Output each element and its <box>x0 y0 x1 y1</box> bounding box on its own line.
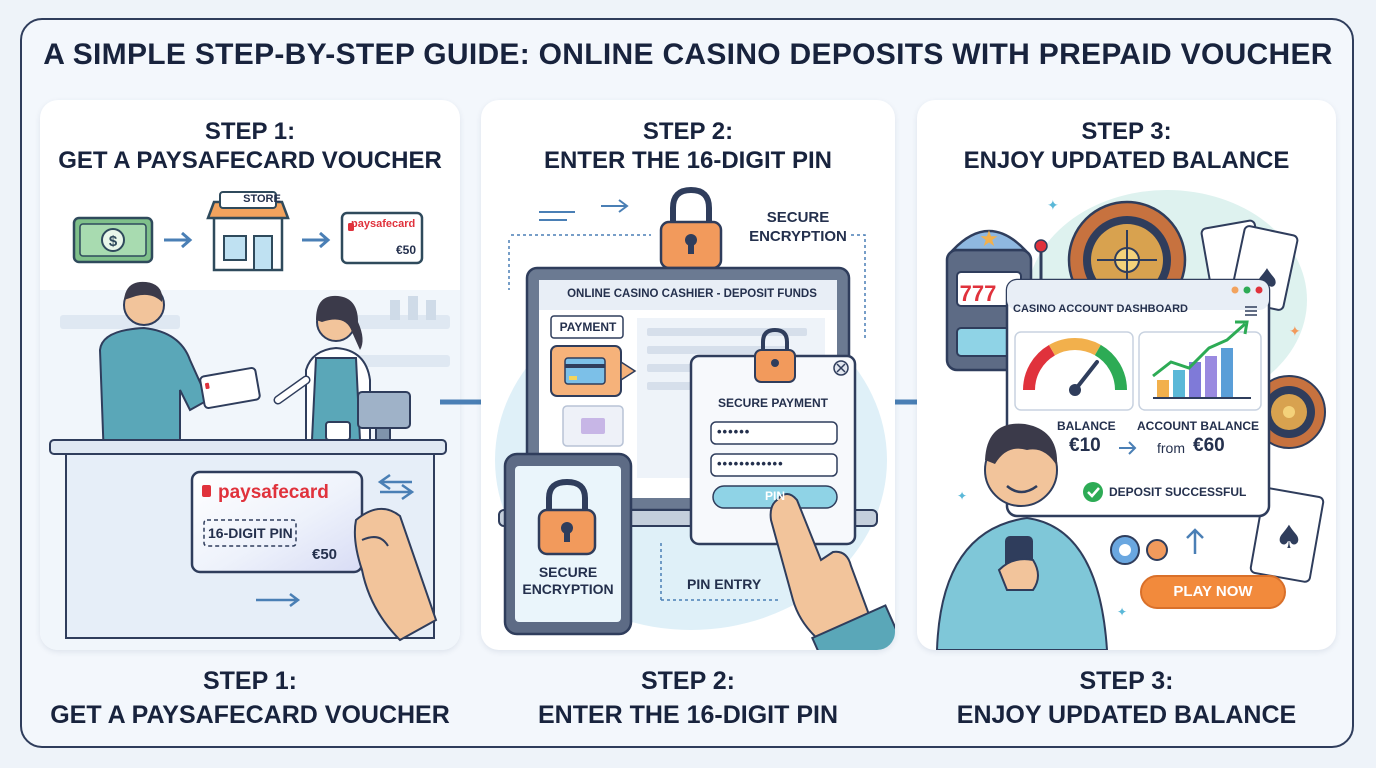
step-2-illustration <box>495 186 895 650</box>
step-2-subheading: ENTER THE 16-DIGIT PIN <box>543 147 833 174</box>
step-1-panel: STEP 1: GET A PAYSAFECARD VOUCHER $ <box>40 100 460 650</box>
roulette-small-icon <box>1252 375 1326 449</box>
pin-submit-button[interactable]: PIN <box>764 489 785 503</box>
pin-field-2[interactable]: •••••••••••• <box>717 456 784 471</box>
step-2-caption-heading: STEP 2: <box>640 667 736 695</box>
step-1-subheading: GET A PAYSAFECARD VOUCHER <box>58 147 442 174</box>
account-balance-prefix: from <box>1157 440 1185 456</box>
account-balance-label: ACCOUNT BALANCE <box>1137 419 1259 433</box>
secure-payment-title: SECURE PAYMENT <box>717 396 829 410</box>
svg-text:✦: ✦ <box>1047 198 1059 214</box>
deposit-status: DEPOSIT SUCCESSFUL <box>1109 485 1247 499</box>
card-value: €50 <box>312 546 338 563</box>
step-3-heading: STEP 3: <box>1081 118 1172 145</box>
player-figure <box>935 423 1109 650</box>
card-pin-label: 16-DIGIT PIN <box>208 525 293 541</box>
svg-text:★: ★ <box>979 226 999 251</box>
payment-tab[interactable]: PAYMENT <box>559 320 617 334</box>
step-2-panel: STEP 2: ENTER THE 16-DIGIT PIN <box>481 100 895 650</box>
step-3-caption-heading: STEP 3: <box>1079 667 1174 695</box>
play-now-button[interactable]: PLAY NOW <box>1173 583 1253 600</box>
step-1-heading: STEP 1: <box>204 118 296 145</box>
pin-field-1[interactable]: •••••• <box>717 424 751 439</box>
small-voucher-brand: paysafecard <box>351 218 416 230</box>
step-2-heading: STEP 2: <box>642 118 734 145</box>
step-1-illustration: $ <box>40 191 460 650</box>
step-2-caption-subheading: ENTER THE 16-DIGIT PIN <box>537 701 839 729</box>
dashboard-title: CASINO ACCOUNT DASHBOARD <box>1013 303 1188 315</box>
balance-value: €10 <box>1069 435 1101 456</box>
store-sign: STORE <box>243 193 281 205</box>
balance-label: BALANCE <box>1057 419 1116 433</box>
step-1-caption-subheading: GET A PAYSAFECARD VOUCHER <box>50 701 450 729</box>
card-brand-logo: paysafecard <box>218 482 329 503</box>
pin-entry-label: PIN ENTRY <box>687 576 762 592</box>
tablet-encryption-label: SECURE ENCRYPTION <box>522 564 614 597</box>
page-title: A SIMPLE STEP-BY-STEP GUIDE: ONLINE CASI… <box>43 38 1333 71</box>
small-voucher-value: €50 <box>396 243 417 257</box>
cashier-figure <box>273 295 371 441</box>
step-3-caption-subheading: ENJOY UPDATED BALANCE <box>956 701 1297 729</box>
step-1-caption-heading: STEP 1: <box>202 667 298 695</box>
cash-icon: $ <box>72 216 154 264</box>
step-1-caption: STEP 1: GET A PAYSAFECARD VOUCHER <box>40 664 460 732</box>
store-icon <box>206 191 290 272</box>
svg-text:✦: ✦ <box>957 489 967 503</box>
cashier-title: ONLINE CASINO CASHIER - DEPOSIT FUNDS <box>567 288 817 300</box>
account-balance-value: €60 <box>1193 435 1225 456</box>
step-3-subheading: ENJOY UPDATED BALANCE <box>963 147 1290 174</box>
svg-text:$: $ <box>109 233 118 250</box>
slot-reels: 777 <box>959 281 997 306</box>
step-2-caption: STEP 2: ENTER THE 16-DIGIT PIN <box>481 664 895 732</box>
svg-text:♠: ♠ <box>1275 518 1304 556</box>
step-3-caption: STEP 3: ENJOY UPDATED BALANCE <box>917 664 1336 732</box>
step-3-illustration: ★ ♠ ♠ <box>935 190 1326 650</box>
secure-encryption-label: SECURE ENCRYPTION <box>749 209 847 245</box>
step-3-panel: STEP 3: ENJOY UPDATED BALANCE ★ <box>917 100 1336 650</box>
svg-text:✦: ✦ <box>1117 605 1127 619</box>
lock-icon <box>659 186 723 270</box>
svg-text:✦: ✦ <box>1289 324 1301 340</box>
